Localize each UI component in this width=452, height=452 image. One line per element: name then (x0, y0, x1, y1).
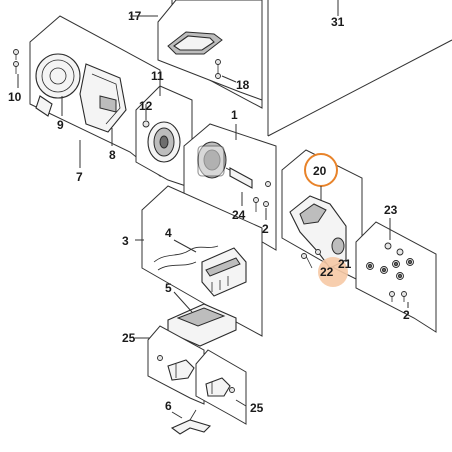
label-18: 18 (236, 78, 250, 92)
label-9: 9 (57, 118, 64, 132)
panel-screw-set (355, 218, 437, 333)
label-25a: 25 (122, 331, 136, 345)
label-25b: 25 (250, 401, 264, 415)
panel-25-right (195, 349, 247, 425)
label-21: 21 (338, 257, 352, 271)
label-23: 23 (384, 203, 398, 217)
label-6: 6 (165, 399, 172, 413)
panel-25-left (147, 325, 205, 405)
label-2a: 2 (262, 222, 269, 236)
label-1: 1 (231, 108, 238, 122)
label-7: 7 (76, 170, 83, 184)
label-31: 31 (331, 15, 345, 29)
label-2b: 2 (403, 308, 410, 322)
label-3: 3 (122, 234, 129, 248)
label-4: 4 (165, 226, 172, 240)
label-24: 24 (232, 208, 246, 222)
label-8: 8 (109, 148, 116, 162)
panel-fan-housing (29, 15, 161, 178)
label-20: 20 (313, 164, 327, 178)
label-22: 22 (320, 265, 334, 279)
panel-motor (183, 123, 277, 251)
screws-10 (13, 49, 19, 74)
label-10: 10 (8, 90, 22, 104)
panel-flywheel (135, 84, 193, 189)
panel-electronics (141, 185, 263, 347)
panel-holder (157, 0, 263, 101)
label-11: 11 (151, 69, 164, 83)
label-5: 5 (165, 281, 172, 295)
highlight-fill-22 (318, 257, 348, 287)
part-bracket-6 (170, 409, 212, 435)
panel-gear-housing (281, 149, 363, 283)
